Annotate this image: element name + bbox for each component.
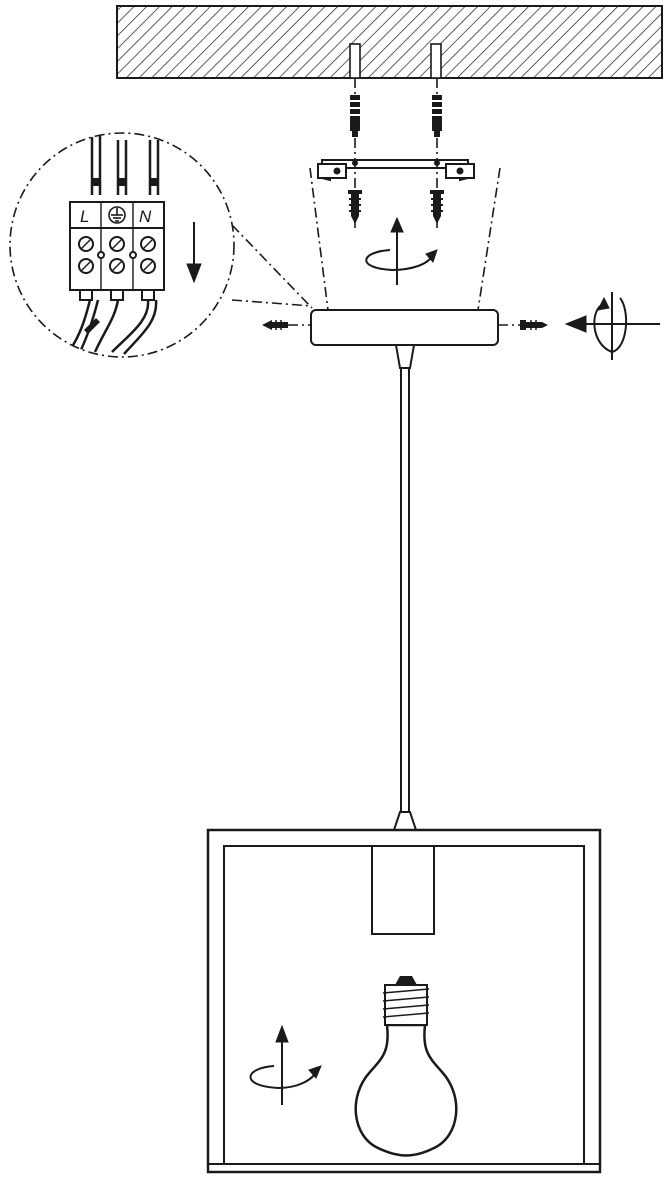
mounting-bracket bbox=[317, 159, 475, 182]
canopy bbox=[309, 167, 501, 346]
side-screw-left bbox=[262, 320, 310, 330]
light-bulb-icon bbox=[354, 976, 458, 1157]
side-screw-right bbox=[498, 320, 548, 330]
screw-right bbox=[430, 190, 444, 224]
supply-wires bbox=[90, 135, 160, 195]
terminal-detail-circle: L N bbox=[9, 132, 313, 358]
terminal-block: L N bbox=[69, 201, 165, 301]
live-label: L bbox=[80, 207, 89, 226]
fixture-wires bbox=[68, 299, 158, 355]
wall-plug-left bbox=[348, 95, 362, 137]
wall-plug-right bbox=[430, 95, 444, 137]
screw-left bbox=[348, 190, 362, 224]
rotation-arrow-icon bbox=[249, 1024, 322, 1105]
arrow-down-icon bbox=[186, 222, 202, 284]
earth-ground-icon bbox=[108, 206, 126, 224]
guide-lines bbox=[354, 78, 438, 230]
rotation-arrow-icon bbox=[365, 216, 438, 285]
terminal-screws bbox=[78, 236, 156, 274]
suspension-cord bbox=[392, 344, 418, 831]
arrow-left-icon bbox=[564, 315, 660, 333]
rotation-arrow-icon bbox=[593, 292, 628, 360]
neutral-label: N bbox=[139, 207, 152, 226]
ceiling bbox=[116, 5, 663, 79]
lamp-socket bbox=[371, 845, 435, 935]
